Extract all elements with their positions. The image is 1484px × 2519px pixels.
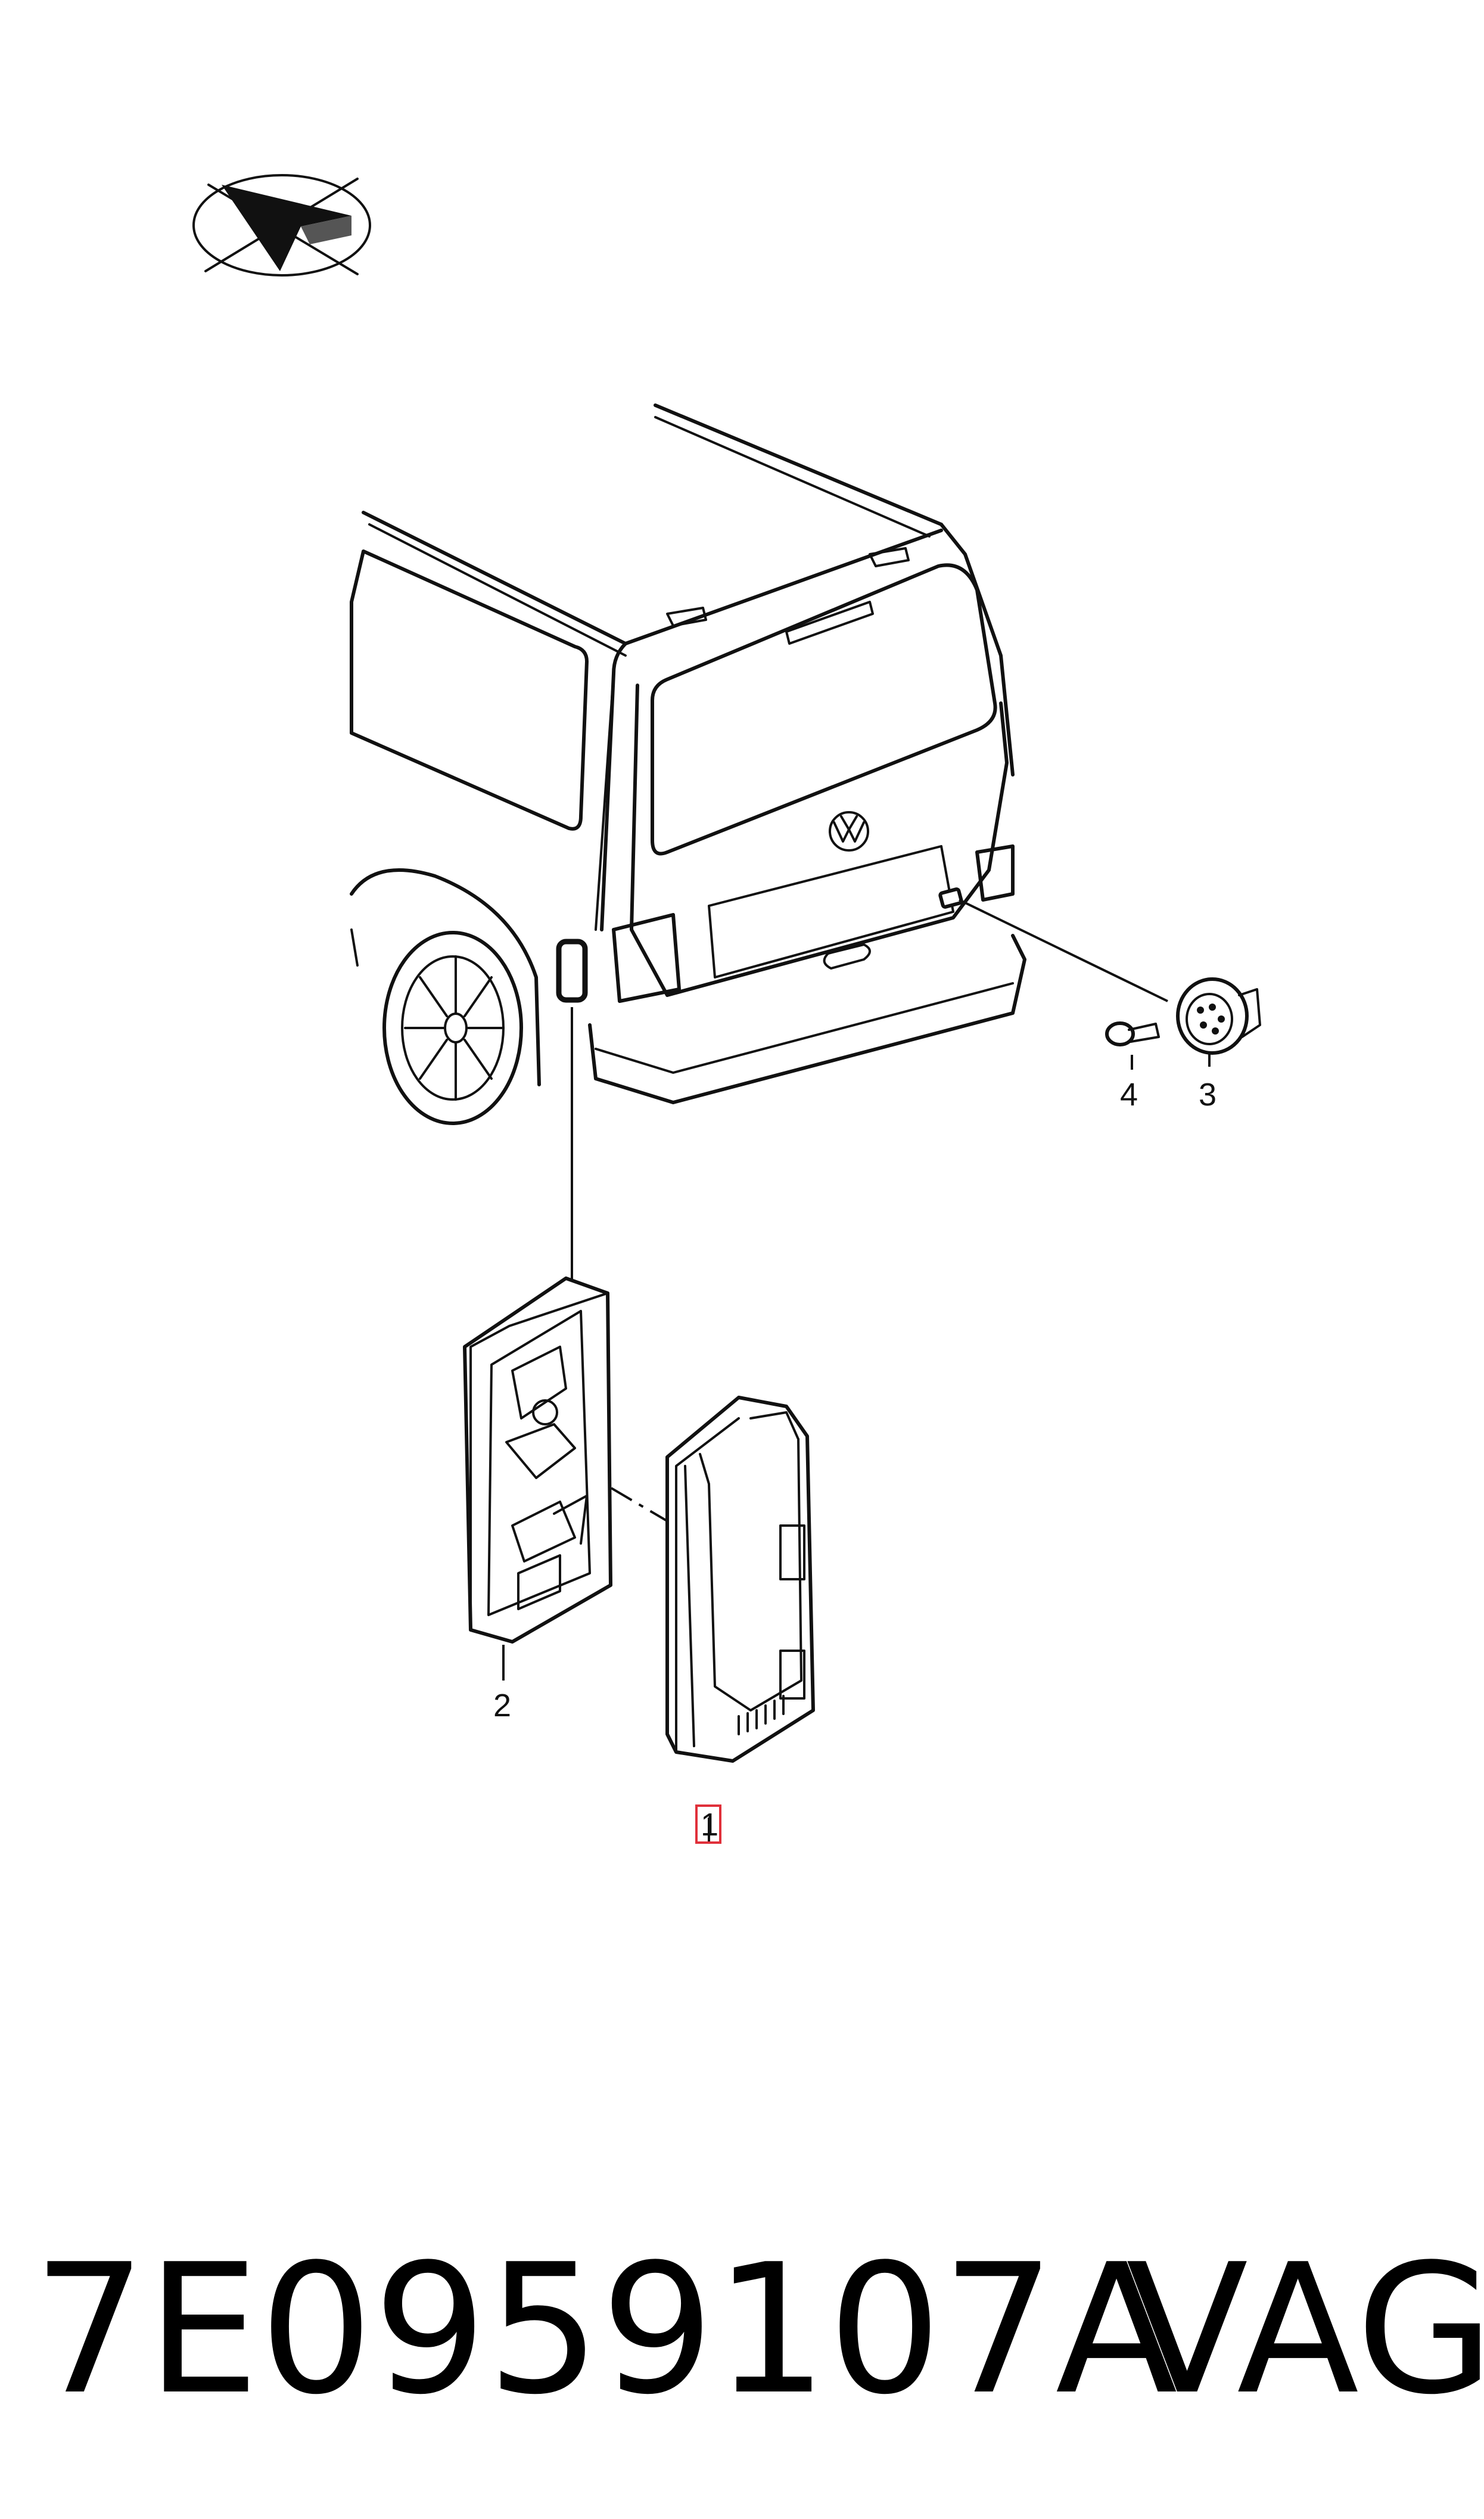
callout-3: 3	[1199, 1077, 1217, 1113]
mounting-bracket-part	[463, 1276, 612, 1644]
part-number-label: 7E0959107A	[33, 2226, 1178, 2434]
control-unit-part	[665, 1396, 815, 1763]
brand-label: VAG	[1126, 2226, 1484, 2434]
wheel-icon	[382, 931, 523, 1125]
vw-logo-icon	[829, 811, 869, 852]
leader-line-3	[959, 899, 1168, 1002]
orientation-arrow-icon	[192, 174, 371, 277]
callout-1: 1	[701, 1807, 718, 1843]
callout-4: 4	[1120, 1077, 1138, 1113]
van-rear-illustration	[350, 403, 1026, 1125]
screw-part	[1105, 1021, 1160, 1046]
callout-1-highlight	[695, 1804, 721, 1844]
mounting-dash-line	[532, 1441, 686, 1533]
callout-2: 2	[493, 1688, 511, 1723]
trailer-socket-part	[1176, 977, 1261, 1055]
